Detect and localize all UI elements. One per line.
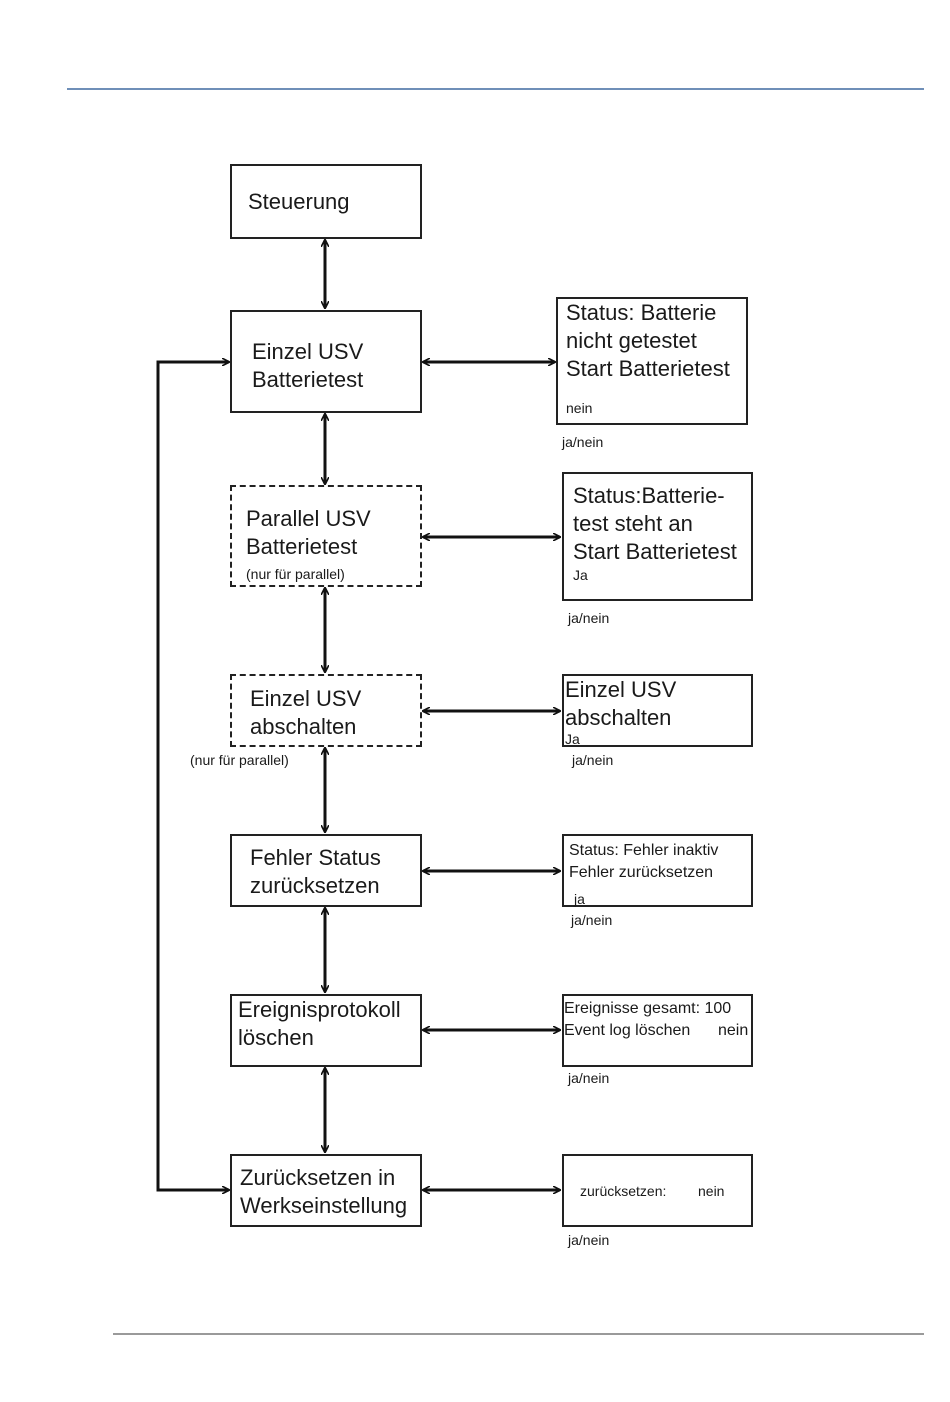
panel-text: zurücksetzen: <box>580 1183 667 1199</box>
header-rule <box>67 88 924 90</box>
panel-batterie-nicht-getestet: Status: Batterie nicht getestet Start Ba… <box>556 297 748 425</box>
menu-box-steuerung[interactable]: Steuerung <box>230 164 422 239</box>
panel-batterietest-steht-an: Status:Batterie- test steht an Start Bat… <box>562 472 753 601</box>
menu-label: Zurücksetzen in Werkseinstellung <box>240 1165 408 1218</box>
menu-label: Steuerung <box>248 189 350 214</box>
panel-value[interactable]: nein <box>718 1022 749 1039</box>
menu-label: Parallel USV Batterietest <box>246 506 371 559</box>
panel-value[interactable]: ja <box>574 891 585 907</box>
menu-box-fehler-status[interactable]: Fehler Status zurücksetzen <box>230 834 422 907</box>
loop-line <box>156 362 229 1190</box>
panel-options: ja/nein <box>562 434 604 450</box>
panel-value[interactable]: Ja <box>573 567 588 583</box>
panel-value[interactable]: nein <box>566 400 593 416</box>
menu-label: Einzel USV abschalten <box>250 686 362 739</box>
menu-label: Einzel USV Batterietest <box>252 339 364 392</box>
panel-text: Status: Batterie nicht getestet Start Ba… <box>566 300 730 381</box>
panel-text: Ereignisse gesamt: 100 Event log löschen <box>564 1000 732 1039</box>
panel-text: Status: Fehler inaktiv Fehler zurücksetz… <box>569 842 719 881</box>
panel-options: ja/nein <box>568 610 610 626</box>
panel-options: ja/nein <box>571 912 613 928</box>
panel-text: Status:Batterie- test steht an Start Bat… <box>573 483 737 564</box>
menu-label: Ereignisprotokoll löschen <box>238 997 401 1050</box>
menu-label: Fehler Status zurücksetzen <box>250 845 381 898</box>
menu-box-ereignisprotokoll[interactable]: Ereignisprotokoll löschen <box>230 994 422 1067</box>
panel-zuruecksetzen: zurücksetzen: nein <box>562 1154 753 1227</box>
panel-fehler-inaktiv: Status: Fehler inaktiv Fehler zurücksetz… <box>562 834 753 907</box>
menu-box-einzel-batterietest[interactable]: Einzel USV Batterietest <box>230 310 422 413</box>
menu-box-parallel-batterietest[interactable]: Parallel USV Batterietest (nur für paral… <box>230 485 422 587</box>
menu-note-abschalten: (nur für parallel) <box>190 752 289 768</box>
panel-text: Einzel USV abschalten <box>565 677 677 730</box>
panel-options: ja/nein <box>568 1232 610 1248</box>
menu-note: (nur für parallel) <box>246 566 345 582</box>
menu-box-werkseinstellung[interactable]: Zurücksetzen in Werkseinstellung <box>230 1154 422 1227</box>
menu-box-einzel-abschalten[interactable]: Einzel USV abschalten <box>230 674 422 747</box>
footer-rule <box>113 1333 924 1335</box>
panel-value[interactable]: nein <box>698 1183 725 1199</box>
panel-ereignisse-gesamt: Ereignisse gesamt: 100 Event log löschen… <box>562 994 753 1067</box>
panel-options: ja/nein <box>568 1070 610 1086</box>
panel-value[interactable]: Ja <box>565 731 580 747</box>
panel-einzel-abschalten: Einzel USV abschalten Ja <box>562 674 753 747</box>
panel-options: ja/nein <box>572 752 614 768</box>
